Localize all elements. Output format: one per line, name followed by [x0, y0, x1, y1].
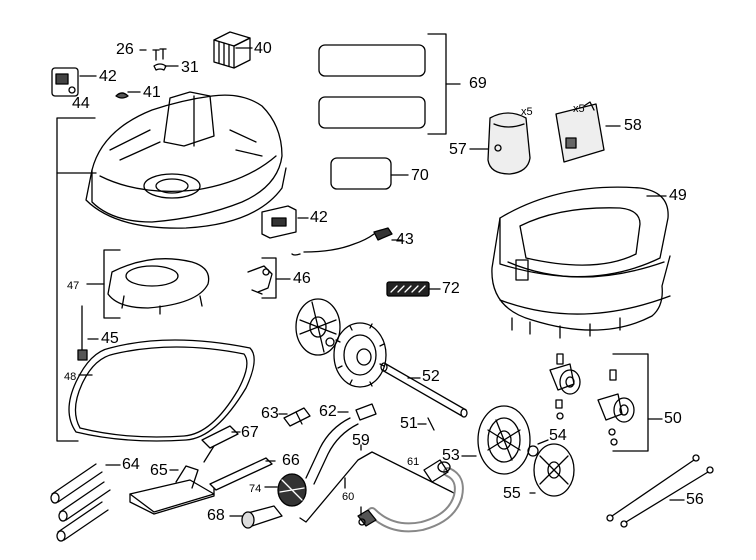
part-number-48: 48: [64, 371, 77, 383]
bracket-46: [261, 257, 277, 299]
part-number-57: 57: [449, 141, 467, 158]
part-number-69: 69: [469, 75, 487, 92]
part-number-49: 49: [669, 187, 687, 204]
part-number-40: 40: [254, 40, 272, 57]
part-number-72: 72: [442, 280, 460, 297]
power-cord-part-43: [291, 227, 393, 256]
part-number-68: 68: [207, 507, 225, 524]
filter-bag-part-57: [487, 112, 531, 175]
part-number-66: 66: [282, 452, 300, 469]
part-number-41: 41: [143, 84, 161, 101]
crevice-tool-part-66: [209, 457, 273, 491]
part-number-54: 54: [549, 427, 567, 444]
part-number-50: 50: [664, 410, 682, 427]
part-number-44: 44: [72, 95, 90, 112]
motor-head-housing-part-44: [85, 91, 287, 229]
label-plate-69-top: [318, 44, 426, 77]
part-number-42-middle: 42: [310, 209, 328, 226]
caster-upper-part-50: [549, 353, 581, 420]
part-number-52: 52: [422, 368, 440, 385]
part-number-47: 47: [67, 280, 80, 292]
floor-nozzle-part-65: [129, 465, 215, 515]
wheel-part-53: [477, 405, 531, 475]
filter-insert-part-72: [386, 281, 430, 297]
part-number-26: 26: [116, 41, 134, 58]
filter-part-40: [213, 31, 251, 69]
bracket-47: [103, 249, 121, 319]
knob-part-41: [115, 92, 129, 99]
brush-part-74: [277, 473, 307, 507]
part-number-60: 60: [342, 491, 355, 503]
part-number-63: 63: [261, 405, 279, 422]
shroud-part-47: [107, 258, 210, 315]
latch-part-46: [247, 265, 273, 295]
part-number-53: 53: [442, 447, 460, 464]
dust-bag-part-58: [555, 101, 605, 163]
upholstery-nozzle-part-68: [241, 505, 283, 529]
bracket-69: [427, 33, 447, 135]
nozzle-part-67: [201, 425, 239, 463]
adapter-part-63: [283, 407, 311, 427]
label-plate-70: [330, 157, 392, 190]
part-number-56: 56: [686, 491, 704, 508]
wheel-disc-part-upper: [295, 298, 341, 356]
multiplier-x5-bag-58: x5: [573, 103, 585, 115]
hose-part-60: [367, 467, 464, 533]
part-number-51: 51: [400, 415, 418, 432]
part-number-45: 45: [101, 330, 119, 347]
screw-part-51: [427, 417, 435, 431]
part-number-64: 64: [122, 456, 140, 473]
part-number-62: 62: [319, 403, 337, 420]
part-number-59: 59: [352, 432, 370, 449]
switch-plate-part-42: [261, 205, 297, 239]
part-number-67: 67: [241, 424, 259, 441]
part-number-46: 46: [293, 270, 311, 287]
float-part-45: [77, 305, 88, 361]
part-number-55: 55: [503, 485, 521, 502]
tank-part-49: [491, 186, 671, 339]
switch-module-part-42: [51, 67, 79, 97]
bracket-44: [56, 117, 96, 442]
part-number-31: 31: [181, 59, 199, 76]
axle-part-52: [380, 362, 468, 418]
clip-part-31: [153, 63, 167, 71]
part-number-42-top: 42: [99, 68, 117, 85]
hose-end-part-61: [423, 459, 451, 483]
wheel-upper: [333, 322, 387, 388]
part-number-70: 70: [411, 167, 429, 184]
part-number-58: 58: [624, 117, 642, 134]
multiplier-x5-bag-57: x5: [521, 106, 533, 118]
hubcap-part-55: [533, 443, 575, 497]
part-number-61: 61: [407, 456, 420, 468]
caster-lower-part-50: [597, 393, 635, 423]
screw-part-26: [152, 48, 167, 61]
part-number-74: 74: [249, 483, 262, 495]
cables-part-56: [606, 454, 714, 528]
hose-connector-part-60: [357, 509, 377, 527]
extension-tubes-part-64: [50, 463, 111, 542]
part-number-65: 65: [150, 462, 168, 479]
curved-tube-part-62: [305, 403, 377, 485]
gasket-part-48: [68, 339, 255, 442]
washer-part-54: [527, 445, 539, 457]
washer-upper: [325, 337, 335, 347]
label-plate-69-bottom: [318, 96, 426, 129]
bracket-50: [612, 353, 649, 452]
part-number-43: 43: [396, 231, 414, 248]
caster-screws-part-50: [608, 369, 618, 446]
